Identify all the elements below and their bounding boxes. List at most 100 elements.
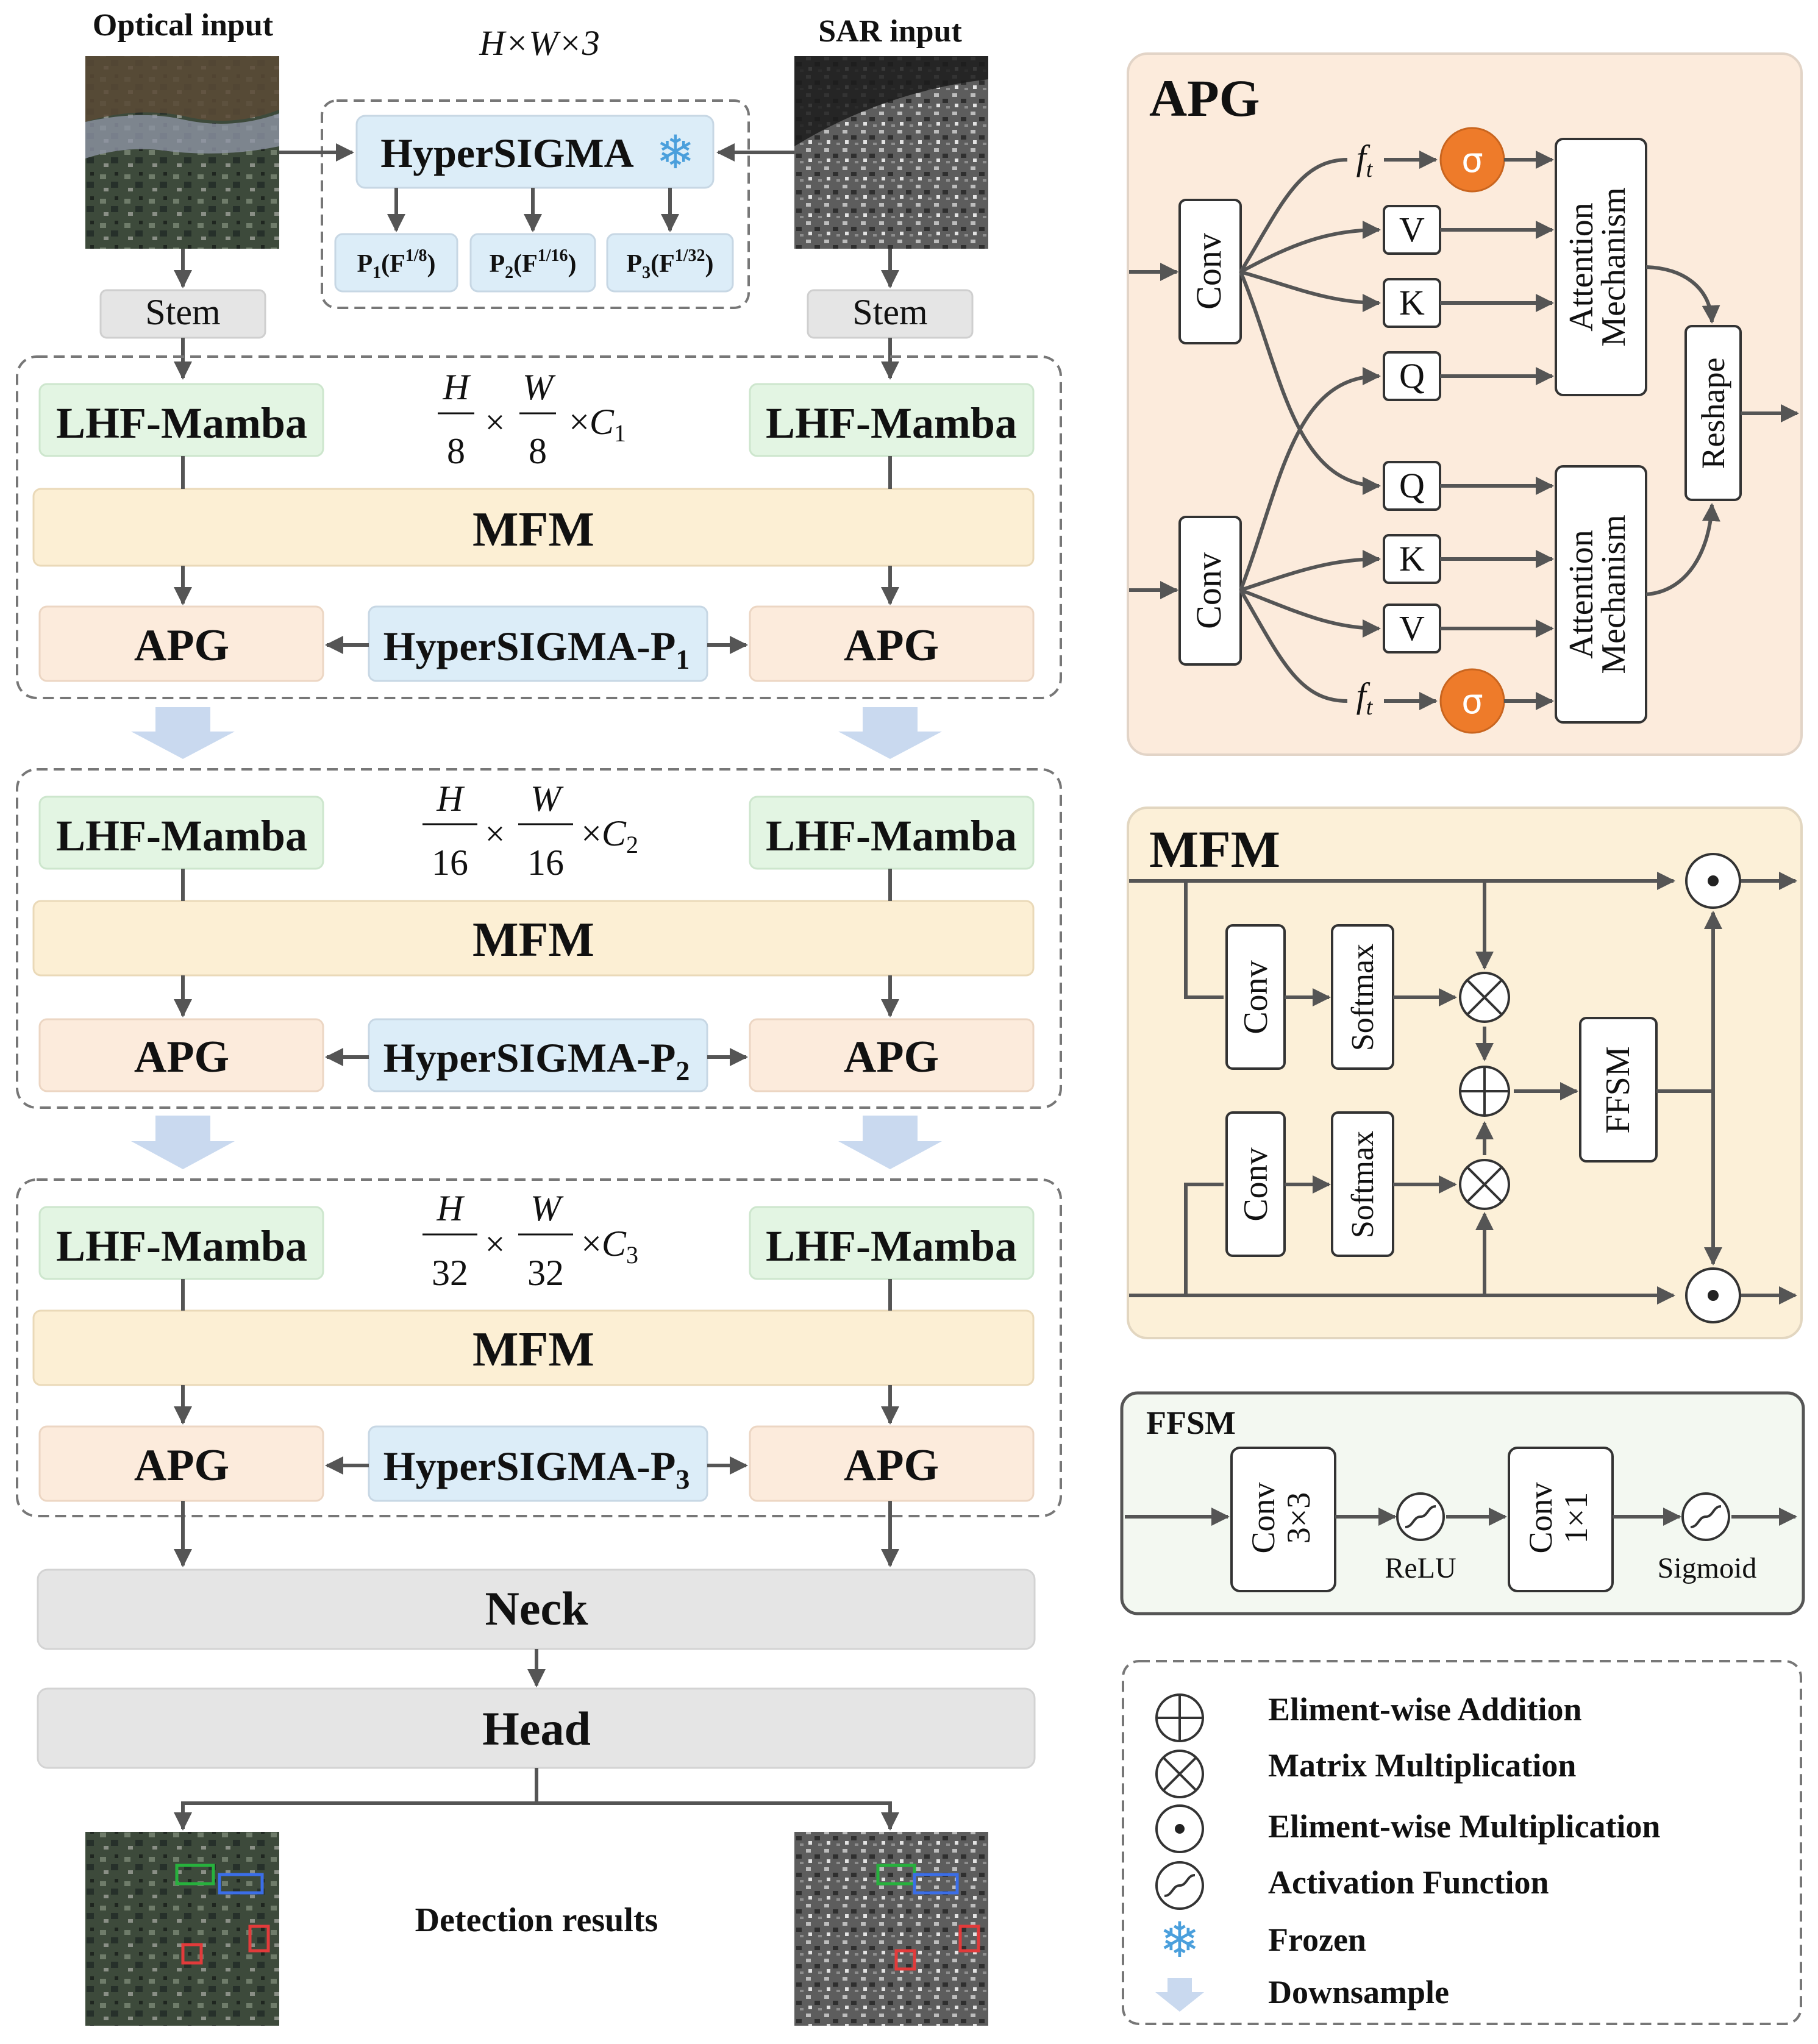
input-size-label: H×W×3 [479,23,599,63]
svg-text:ReLU: ReLU [1385,1552,1456,1584]
svg-text:APG: APG [844,1032,939,1082]
svg-text:Conv: Conv [1237,1147,1275,1221]
svg-text:P1(F1/8): P1(F1/8) [357,246,435,282]
svg-text:LHF-Mamba: LHF-Mamba [56,811,307,860]
svg-text:W: W [530,778,564,819]
svg-text:Conv: Conv [1189,233,1228,310]
svg-text:Mechanism: Mechanism [1595,515,1633,674]
svg-text:1×1: 1×1 [1558,1492,1594,1544]
downsample-arrow-icon [1155,1978,1204,2012]
svg-text:K: K [1399,539,1425,579]
svg-text:Activation Function: Activation Function [1268,1864,1549,1901]
apg-optical-1 [38,605,324,682]
svg-text:HyperSIGMA-P1: HyperSIGMA-P1 [383,623,690,675]
svg-text:Conv: Conv [1245,1482,1282,1553]
svg-text:×C3: ×C3 [581,1223,638,1269]
svg-text:16: 16 [527,842,564,883]
circle-plus-icon [1155,1693,1204,1742]
svg-text:W: W [530,1188,564,1228]
svg-text:3×3: 3×3 [1280,1492,1317,1544]
svg-text:W: W [522,367,556,407]
svg-text:APG: APG [844,1440,939,1490]
svg-text:LHF-Mamba: LHF-Mamba [766,1222,1017,1270]
svg-text:8: 8 [529,431,547,471]
svg-text:LHF-Mamba: LHF-Mamba [56,1222,307,1270]
svg-text:×: × [485,402,505,442]
downsample-arrow-icon [838,1116,942,1169]
svg-text:MFM: MFM [472,913,594,967]
svg-text:Reshape: Reshape [1695,358,1731,469]
activation-icon [1155,1861,1204,1910]
svg-text:P2(F1/16): P2(F1/16) [489,246,576,282]
svg-text:×: × [485,1224,505,1264]
svg-text:Downsample: Downsample [1268,1974,1449,2010]
mfm-panel: MFM Conv Softmax Conv Softmax FFSM [1127,807,1803,1339]
apg-panel: APG Conv Conv V K Q Q K V ft σ ft σ [1127,52,1803,756]
mfm-bar-3 [32,1309,1035,1386]
svg-text:Attention: Attention [1563,530,1600,659]
optical-input-label: Optical input [93,8,274,43]
head-label: Head [482,1702,591,1755]
svg-text:Conv: Conv [1522,1482,1559,1553]
dim-label-1: H 8 × W 8 ×C1 [438,367,626,471]
svg-text:Frozen: Frozen [1268,1921,1366,1958]
detection-results-label: Detection results [415,1901,658,1939]
svg-text:APG: APG [134,621,229,671]
snowflake-icon: ❄ [656,125,695,179]
downsample-arrow-icon [131,707,235,759]
svg-text:8: 8 [447,431,465,471]
svg-text:Q: Q [1399,466,1425,505]
ffsm-conv3x3 [1230,1447,1336,1592]
svg-text:Conv: Conv [1189,552,1228,629]
svg-text:FFSM: FFSM [1599,1046,1637,1133]
downsample-arrow-icon [838,707,942,759]
svg-text:16: 16 [432,842,468,883]
svg-text:×C2: ×C2 [581,813,638,858]
svg-text:Eliment-wise Multiplication: Eliment-wise Multiplication [1268,1808,1660,1845]
svg-text:APG: APG [134,1032,229,1082]
pyramid-feature-2: P2(F1/16) [469,233,596,293]
optical-input-image [85,56,279,249]
stage-2: LHF-Mamba LHF-Mamba H 16 × W 16 ×C2 MFM … [16,768,1062,1109]
circle-dot-icon [1155,1804,1204,1853]
apg-sar-2 [749,1018,1035,1092]
hypersigma-title: HyperSIGMA [380,130,634,176]
svg-text:Attention: Attention [1563,202,1600,332]
svg-text:LHF-Mamba: LHF-Mamba [766,811,1017,860]
svg-text:Mechanism: Mechanism [1595,187,1633,346]
svg-text:APG: APG [844,621,939,671]
stem-label-optical: Stem [145,292,220,332]
svg-text:Softmax: Softmax [1346,944,1380,1051]
svg-text:K: K [1399,283,1425,322]
mfm-bar-2 [32,900,1035,977]
downsample-arrow-icon [131,1116,235,1169]
svg-text:LHF-Mamba: LHF-Mamba [766,399,1017,447]
svg-text:V: V [1399,210,1425,249]
svg-text:×: × [485,814,505,853]
apg-optical-2 [38,1018,324,1092]
mfm-bar-1 [32,488,1035,567]
svg-text:Q: Q [1399,356,1425,396]
svg-text:H: H [436,1188,465,1228]
hypersigma-box [355,115,715,189]
dim-label-3: H 32 × W 32 ×C3 [422,1188,638,1293]
ffsm-conv1x1 [1508,1447,1614,1592]
apg-sar-1 [749,605,1035,682]
svg-text:HyperSIGMA-P3: HyperSIGMA-P3 [383,1443,690,1495]
svg-text:HyperSIGMA-P2: HyperSIGMA-P2 [383,1034,690,1086]
svg-text:P3(F1/32): P3(F1/32) [626,246,713,282]
svg-text:FFSM: FFSM [1146,1405,1236,1441]
legend: ❄ Eliment-wise Addition Matrix Multiplic… [1122,1660,1802,2025]
svg-text:×C1: ×C1 [569,402,626,447]
stage-1: LHF-Mamba LHF-Mamba H 8 × W 8 ×C1 MFM AP… [16,355,1062,699]
pyramid-feature-3: P3(F1/32) [606,233,734,293]
svg-text:Softmax: Softmax [1346,1131,1380,1238]
snowflake-icon: ❄ [1159,1912,1200,1968]
svg-text:Conv: Conv [1237,960,1275,1034]
svg-text:LHF-Mamba: LHF-Mamba [56,399,307,447]
svg-text:Eliment-wise Addition: Eliment-wise Addition [1268,1691,1582,1728]
svg-text:Sigmoid: Sigmoid [1658,1552,1757,1584]
svg-text:APG: APG [134,1440,229,1490]
circle-times-icon [1155,1750,1204,1798]
